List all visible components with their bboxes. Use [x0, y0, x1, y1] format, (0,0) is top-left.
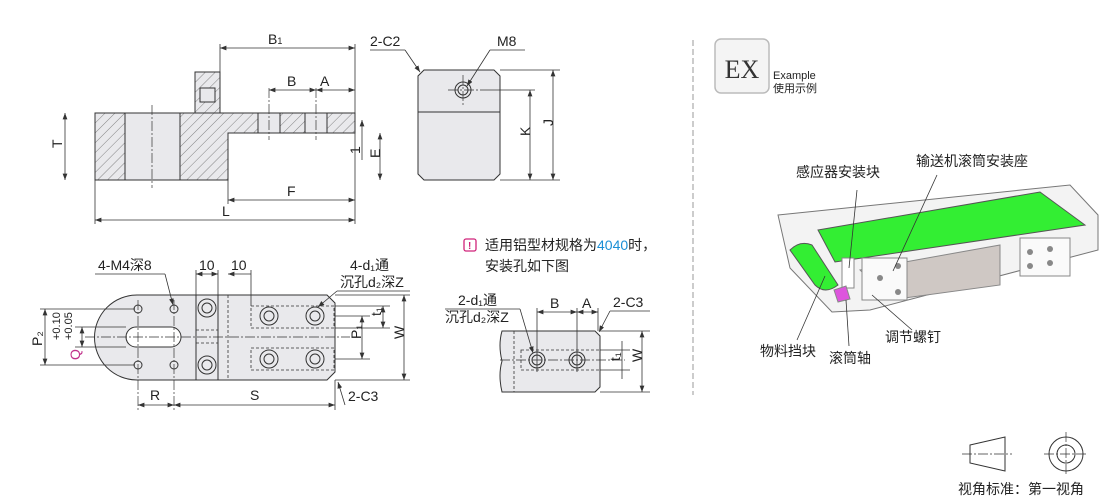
detail-view: B A 2-d₁通 沉孔d₂深Z 2-C3 t₁ W [445, 292, 650, 393]
projection-label: 视角标准：第一视角 [958, 481, 1084, 497]
dim-f: F [287, 183, 296, 199]
holes-label-2: 沉孔d₂深Z [340, 274, 404, 290]
dim-q: Q [67, 349, 83, 360]
dim-w: W [391, 325, 407, 339]
dim-t1: t₁ [368, 307, 384, 316]
detail-holes-1: 2-d₁通 [458, 292, 497, 308]
callout-sensor-block: 感应器安装块 [796, 164, 880, 180]
dim-b: B [287, 73, 296, 89]
conveyor-belt [817, 191, 1087, 263]
dim-r: R [150, 387, 160, 403]
top-view: 4-M4深8 10 10 4-d₁通 沉孔d₂深Z P₂ +0.10 +0.05… [29, 257, 410, 410]
thread-label: M8 [497, 33, 517, 49]
callout-roller-shaft: 滚筒轴 [829, 350, 871, 366]
detail-dim-a: A [582, 295, 592, 311]
example-label-cn: 使用示例 [773, 81, 817, 95]
note: ! 适用铝型材规格为4040时， 安装孔如下图 [463, 237, 656, 274]
example-section: EX Example 使用示例 感应器安装块 输送机滚筒安装座 物料挡块 滚筒轴… [714, 38, 1099, 366]
dim-p1: P₁ [348, 325, 364, 339]
q-tol-upper: +0.10 [51, 312, 63, 340]
svg-text:!: ! [468, 241, 471, 252]
dim-t: T [49, 139, 65, 148]
detail-dim-w: W [629, 348, 645, 362]
dim-b1: B1 [268, 31, 282, 47]
dim-p2: P₂ [29, 331, 45, 346]
dim-10-b: 10 [231, 257, 247, 273]
front-view: 2-C2 M8 K J [370, 33, 560, 181]
callout-roller-seat: 输送机滚筒安装座 [916, 153, 1028, 169]
dim-j: J [540, 119, 556, 126]
roller-shaft-highlight [833, 285, 851, 303]
projection-symbol: 视角标准：第一视角 [958, 432, 1088, 497]
tapped-holes-label: 4-M4深8 [98, 257, 152, 273]
note-line-1: 适用铝型材规格为4040时， [485, 237, 656, 253]
q-tol-lower: +0.05 [63, 312, 75, 340]
side-view: B1 B A T 1 E F L [49, 31, 383, 224]
top-chamfer-label: 2-C3 [348, 388, 379, 404]
detail-holes-2: 沉孔d₂深Z [445, 309, 509, 325]
callout-stopper: 物料挡块 [760, 343, 816, 359]
holes-label-1: 4-d₁通 [350, 257, 389, 273]
dim-e: E [367, 149, 383, 158]
truncated-cone-icon [969, 436, 1006, 472]
front-chamfer-label: 2-C2 [370, 33, 401, 49]
exclamation-icon [463, 238, 477, 252]
dim-k: K [517, 126, 533, 136]
conveyor-illustration [777, 184, 1099, 313]
note-line-2: 安装孔如下图 [485, 258, 569, 274]
ex-logo [714, 38, 770, 94]
dim-s: S [250, 387, 259, 403]
ex-logo-text: EX [725, 55, 760, 84]
example-label-en: Example [773, 70, 816, 82]
dim-a: A [320, 73, 330, 89]
dim-10-a: 10 [199, 257, 215, 273]
detail-dim-b: B [550, 295, 559, 311]
dim-l: L [222, 203, 230, 219]
callout-adjust-screw: 调节螺钉 [885, 329, 941, 345]
detail-chamfer: 2-C3 [613, 294, 644, 310]
detail-dim-t1: t₁ [607, 352, 623, 361]
